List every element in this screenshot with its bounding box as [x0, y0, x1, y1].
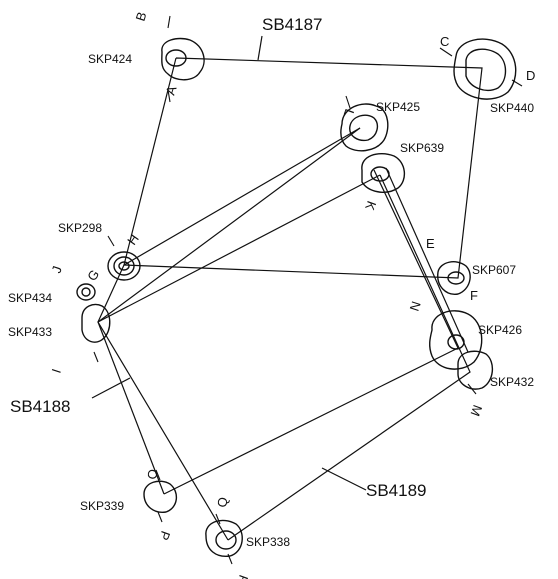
label-skp298: SKP298	[58, 221, 102, 235]
pit-skp338	[205, 513, 243, 565]
section-h: H	[124, 231, 142, 247]
section-markers: B A C D L K E F H G J I N M O P Q R	[49, 10, 536, 579]
section-p: P	[156, 529, 173, 542]
pit-skp426	[429, 310, 483, 370]
label-skp432: SKP432	[490, 375, 534, 389]
pit-skp607	[437, 261, 471, 295]
sb4188-outline	[97, 127, 361, 541]
sb4189-outline	[97, 167, 471, 541]
label-skp425: SKP425	[376, 100, 420, 114]
pit-skp425	[340, 95, 389, 152]
pit-skp433	[81, 303, 111, 363]
section-a: A	[163, 84, 180, 97]
section-d: D	[526, 68, 535, 83]
section-f: F	[470, 288, 478, 303]
section-b: B	[133, 10, 150, 23]
section-l: L	[341, 107, 358, 119]
label-skp433: SKP433	[8, 325, 52, 339]
pit-skp432	[457, 350, 493, 395]
label-sb4187: SB4187	[262, 15, 323, 34]
label-skp434: SKP434	[8, 291, 52, 305]
pit-skp639	[361, 152, 405, 193]
section-j: J	[49, 264, 65, 275]
sb4187-outline	[123, 57, 483, 279]
label-skp440: SKP440	[490, 101, 534, 115]
pit-skp434	[76, 283, 96, 301]
section-n: N	[407, 299, 424, 313]
pit-skp339	[143, 469, 177, 523]
section-r: R	[234, 573, 251, 579]
section-e: E	[426, 236, 435, 251]
section-k: K	[362, 199, 379, 213]
label-skp426: SKP426	[478, 323, 522, 337]
section-i: I	[49, 367, 64, 375]
label-sb4188: SB4188	[10, 397, 71, 416]
section-g: G	[84, 267, 102, 284]
label-sb4189: SB4189	[366, 481, 427, 500]
pit-skp440	[439, 38, 523, 100]
section-m: M	[467, 403, 485, 418]
section-o: O	[144, 468, 161, 481]
pit-skp298	[107, 235, 141, 281]
pit-skp424	[161, 15, 205, 103]
label-skp339: SKP339	[80, 499, 124, 513]
section-c: C	[440, 34, 449, 49]
label-skp639: SKP639	[400, 141, 444, 155]
label-skp424: SKP424	[88, 52, 132, 66]
label-skp338: SKP338	[246, 535, 290, 549]
section-q: Q	[214, 496, 231, 509]
label-skp607: SKP607	[472, 263, 516, 277]
